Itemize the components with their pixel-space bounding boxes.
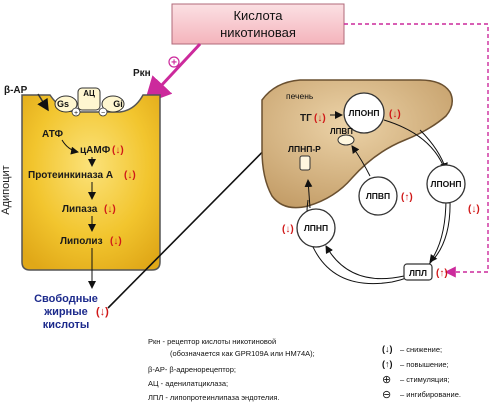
ldl-node: ЛПНП [296, 208, 336, 248]
legend-down-symbol: (↓) [382, 344, 393, 354]
vldl-liver-node: ЛПОНП [343, 92, 385, 134]
legend-left-line1: Ркн - рецептор кислоты никотиновой [148, 337, 276, 346]
svg-text:+: + [74, 110, 78, 117]
atp-label: АТФ [42, 129, 63, 140]
ldl-receptor: ЛПНП-Р [288, 144, 321, 171]
camp-down-symbol: (↓) [112, 145, 124, 156]
ldl-label: ЛПНП [304, 223, 328, 233]
legend-left-line5: ЛПЛ - липопротеинлипаза эндотелия. [148, 393, 280, 402]
vldl-plasma-node: ЛПОНП [426, 164, 466, 204]
hdl-up-symbol: (↑) [401, 192, 413, 203]
lpl-to-ldl-arrow [325, 245, 405, 280]
gi-protein: Gi [101, 95, 125, 113]
adipocyte-side-label: Адипоцит [0, 165, 12, 214]
legend-down-text: – снижение; [400, 345, 442, 354]
vldl-liver-down-symbol: (↓) [389, 109, 401, 120]
legend-plus-icon: ⊕ [382, 374, 391, 386]
gs-protein: Gs [54, 95, 78, 113]
gi-label: Gi [113, 99, 123, 109]
ldl-to-liver-arrow [304, 179, 313, 209]
ffa-line1: Свободные [34, 293, 98, 305]
liver-shape [261, 79, 453, 209]
gi-inhibition-icon: − [98, 107, 108, 117]
lpl-label: ЛПЛ [409, 268, 427, 278]
beta-ar-label: β-АР [4, 85, 28, 96]
adenylate-cyclase: АЦ [77, 87, 101, 111]
legend-left-line4: АЦ - аденилатциклаза; [148, 379, 228, 388]
hdl-uptake-node: ЛПВП [330, 127, 355, 146]
lipase-label: Липаза [62, 204, 98, 215]
pka-down-symbol: (↓) [124, 170, 136, 181]
legend-left-line2: (обозначается как GPR109A или HM74A); [170, 349, 315, 358]
hdl-node: ЛПВП [358, 176, 398, 216]
hdl-to-liver-arrow [351, 145, 371, 177]
pka-label: Протеинкиназа А [28, 170, 113, 181]
vldl-liver-label: ЛПОНП [349, 108, 380, 118]
lipolysis-down-symbol: (↓) [110, 236, 122, 247]
stimulation-plus-icon: + [168, 56, 180, 69]
tg-down-symbol: (↓) [314, 113, 326, 124]
legend-left-line3: β-АР- β-адренорецептор; [148, 365, 236, 374]
ldl-r-label: ЛПНП-Р [288, 144, 321, 154]
legend-up-symbol: (↑) [382, 359, 393, 369]
legend-plus-text: – стимуляция; [400, 375, 450, 384]
ldl-down-symbol: (↓) [282, 224, 294, 235]
legend-right: (↓) – снижение; (↑) – повышение; ⊕ – сти… [382, 344, 461, 401]
ffa-down-symbol: (↓) [96, 306, 109, 318]
free-fatty-acids: Свободные жирные кислоты [34, 293, 98, 331]
atp-to-camp-arrow [61, 139, 79, 155]
vldl-plasma-down-symbol: (↓) [468, 204, 480, 215]
rkn-label: Ркн [133, 68, 151, 79]
liver-label: печень [286, 91, 314, 101]
svg-text:−: − [101, 110, 105, 117]
legend-minus-text: – ингибирование. [400, 390, 461, 399]
ac-label: АЦ [83, 89, 95, 98]
legend-minus-icon: ⊖ [382, 389, 391, 401]
vldl-plasma-label: ЛПОНП [431, 179, 462, 189]
ffa-line3: кислоты [43, 319, 89, 331]
vldl2-to-lpl-arrow [429, 197, 447, 263]
lipase-down-symbol: (↓) [104, 204, 116, 215]
hdl-label: ЛПВП [366, 191, 390, 201]
niacin-to-lpl-dashed-line [344, 23, 489, 278]
lpl-node: ЛПЛ [403, 263, 433, 281]
niacin-to-receptor-arrow [143, 42, 202, 105]
legend-left: Ркн - рецептор кислоты никотиновой (обоз… [148, 337, 315, 402]
gs-label: Gs [57, 99, 69, 109]
gs-stimulation-icon: + [71, 107, 81, 117]
tg-label: ТГ [300, 113, 312, 124]
niacin-line1: Кислота [233, 8, 283, 23]
lpl-up-symbol: (↑) [436, 268, 448, 279]
legend-up-text: – повышение; [400, 360, 449, 369]
camp-label: цАМФ [80, 145, 111, 156]
niacin-box: Кислота никотиновая [171, 3, 345, 45]
lipolysis-label: Липолиз [60, 236, 103, 247]
ffa-line2: жирные [43, 306, 87, 318]
svg-text:+: + [171, 58, 177, 69]
niacin-line2: никотиновая [220, 25, 296, 40]
hdl-uptake-label: ЛПВП [330, 127, 353, 136]
beta-ar-receptor: β-АР [4, 85, 49, 112]
